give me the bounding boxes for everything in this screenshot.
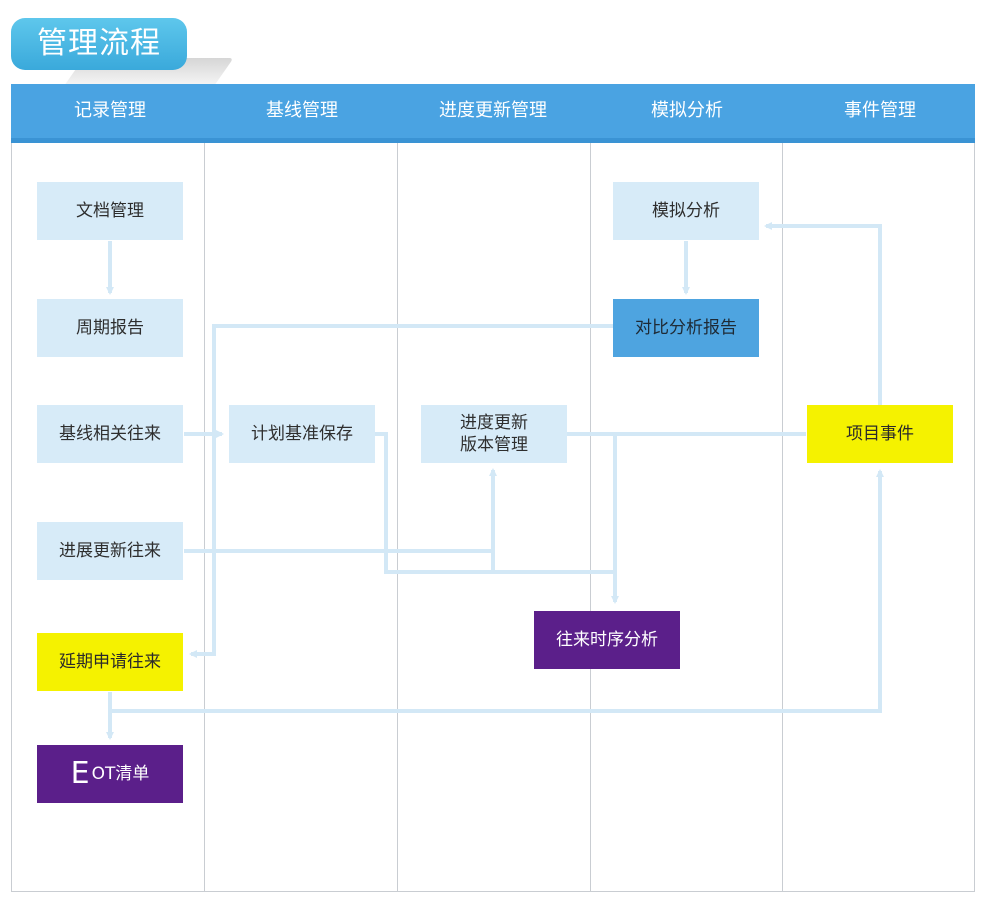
- node-progress-correspondence[interactable]: 进展更新往来: [37, 522, 183, 580]
- node-plan-baseline-save[interactable]: 计划基准保存: [229, 405, 375, 463]
- column-divider: [397, 143, 398, 892]
- swimlane-header: [11, 84, 975, 138]
- swimlane-header-underline: [11, 138, 975, 143]
- column-divider: [782, 143, 783, 892]
- column-title-baseline: 基线管理: [266, 100, 338, 121]
- title-tab-wrap: 管理流程: [11, 18, 234, 94]
- node-baseline-correspondence[interactable]: 基线相关往来: [37, 405, 183, 463]
- node-correspondence-timing-analysis[interactable]: 往来时序分析: [534, 611, 680, 669]
- eot-initial: E: [70, 756, 90, 791]
- column-divider: [204, 143, 205, 892]
- node-period-report[interactable]: 周期报告: [37, 299, 183, 357]
- page-title: 管理流程: [11, 18, 187, 70]
- node-doc-management[interactable]: 文档管理: [37, 182, 183, 240]
- node-progress-version-management[interactable]: 进度更新 版本管理: [421, 405, 567, 463]
- column-title-progress: 进度更新管理: [439, 100, 547, 121]
- eot-label: OT清单: [91, 764, 150, 784]
- node-simulation-analysis[interactable]: 模拟分析: [613, 182, 759, 240]
- node-comparison-report[interactable]: 对比分析报告: [613, 299, 759, 357]
- column-title-events: 事件管理: [844, 100, 916, 121]
- column-title-records: 记录管理: [74, 100, 146, 121]
- column-title-simulation: 模拟分析: [651, 100, 723, 121]
- node-delay-correspondence[interactable]: 延期申请往来: [37, 633, 183, 691]
- node-project-event[interactable]: 项目事件: [807, 405, 953, 463]
- column-divider: [590, 143, 591, 892]
